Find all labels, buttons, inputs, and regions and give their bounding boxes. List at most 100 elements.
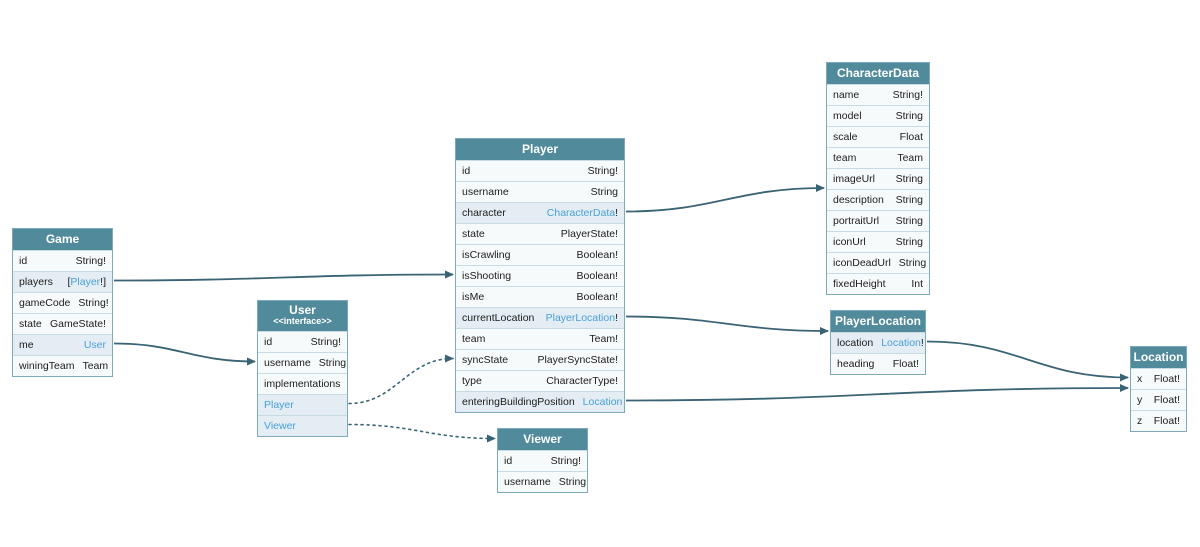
type-link-User[interactable]: User (83, 339, 106, 351)
type-link-PlayerLocation[interactable]: PlayerLocation (545, 312, 616, 324)
table-location-title: Location (1133, 350, 1184, 364)
type-wrap-suffix: ! (615, 312, 618, 324)
type-wrap-suffix: ! (920, 337, 924, 349)
field-name: id (504, 455, 513, 467)
type-wrap-prefix: [ (67, 276, 71, 288)
field-type: Float! (1153, 415, 1180, 427)
table-player-header[interactable]: Player (456, 139, 624, 160)
field-type: String (895, 173, 923, 185)
field-game-winingTeam[interactable]: winingTeam Team (13, 355, 112, 376)
field-name: id (462, 165, 471, 177)
field-name: heading (837, 358, 875, 370)
field-player-currentLocation[interactable]: currentLocation PlayerLocation! (456, 307, 624, 328)
table-user-header[interactable]: User<<interface>> (258, 301, 347, 331)
table-playerlocation-header[interactable]: PlayerLocation (831, 311, 925, 332)
field-user-Viewer[interactable]: Viewer (258, 415, 347, 436)
field-name: players (19, 276, 53, 288)
field-user-Player[interactable]: Player (258, 394, 347, 415)
type-link-CharacterData[interactable]: CharacterData (546, 207, 616, 219)
field-name: winingTeam (19, 360, 75, 372)
field-type: Team! (589, 333, 618, 345)
field-type: String (895, 110, 923, 122)
field-type: String! (75, 255, 106, 267)
field-type: String (898, 257, 927, 269)
field-characterdata-imageUrl[interactable]: imageUrl String (827, 168, 929, 189)
field-type: String (895, 236, 923, 248)
edge-player-currentLocation-to-playerlocation (625, 315, 829, 335)
type-link-Player[interactable]: Player (70, 276, 101, 288)
field-name: enteringBuildingPosition (462, 396, 575, 408)
field-name[interactable]: Viewer (264, 420, 296, 432)
field-type: String! (892, 89, 923, 101)
table-viewer-title: Viewer (523, 432, 562, 446)
field-type: Float! (1153, 373, 1180, 385)
field-name: me (19, 339, 34, 351)
table-characterdata-header[interactable]: CharacterData (827, 63, 929, 84)
field-name: scale (833, 131, 858, 143)
field-type: Team (897, 152, 923, 164)
field-type: GameState! (49, 318, 106, 330)
field-type: Float! (1153, 394, 1180, 406)
field-type: CharacterData! (547, 207, 618, 219)
field-characterdata-scale[interactable]: scale Float (827, 126, 929, 147)
field-type: String (590, 186, 618, 198)
edge-game-players-to-player (113, 270, 454, 282)
field-type: Team (82, 360, 109, 372)
edge-game-me-to-user (113, 342, 256, 366)
field-game-me[interactable]: me User (13, 334, 112, 355)
field-characterdata-model[interactable]: model String (827, 105, 929, 126)
edge-user-Viewer-to-viewer (348, 423, 496, 443)
table-viewer-header[interactable]: Viewer (498, 429, 587, 450)
field-name: imageUrl (833, 173, 876, 185)
type-link-Location[interactable]: Location (582, 396, 623, 408)
field-type: [Player!] (67, 276, 106, 288)
type-link-Location[interactable]: Location (881, 337, 921, 349)
field-type: Location (583, 396, 623, 408)
field-name: isMe (462, 291, 485, 303)
field-user-implementations[interactable]: implementations (258, 373, 347, 394)
table-game-header[interactable]: Game (13, 229, 112, 250)
field-player-enteringBuildingPosition[interactable]: enteringBuildingPosition Location (456, 391, 624, 412)
field-type: Float (899, 131, 923, 143)
field-name: currentLocation (462, 312, 535, 324)
field-name: model (833, 110, 862, 122)
field-name: type (462, 375, 482, 387)
field-name: state (462, 228, 485, 240)
field-game-players[interactable]: players [Player!] (13, 271, 112, 292)
table-location-header[interactable]: Location (1131, 347, 1186, 368)
field-type: String! (78, 297, 109, 309)
field-name[interactable]: Player (264, 399, 294, 411)
field-type: PlayerLocation! (546, 312, 618, 324)
